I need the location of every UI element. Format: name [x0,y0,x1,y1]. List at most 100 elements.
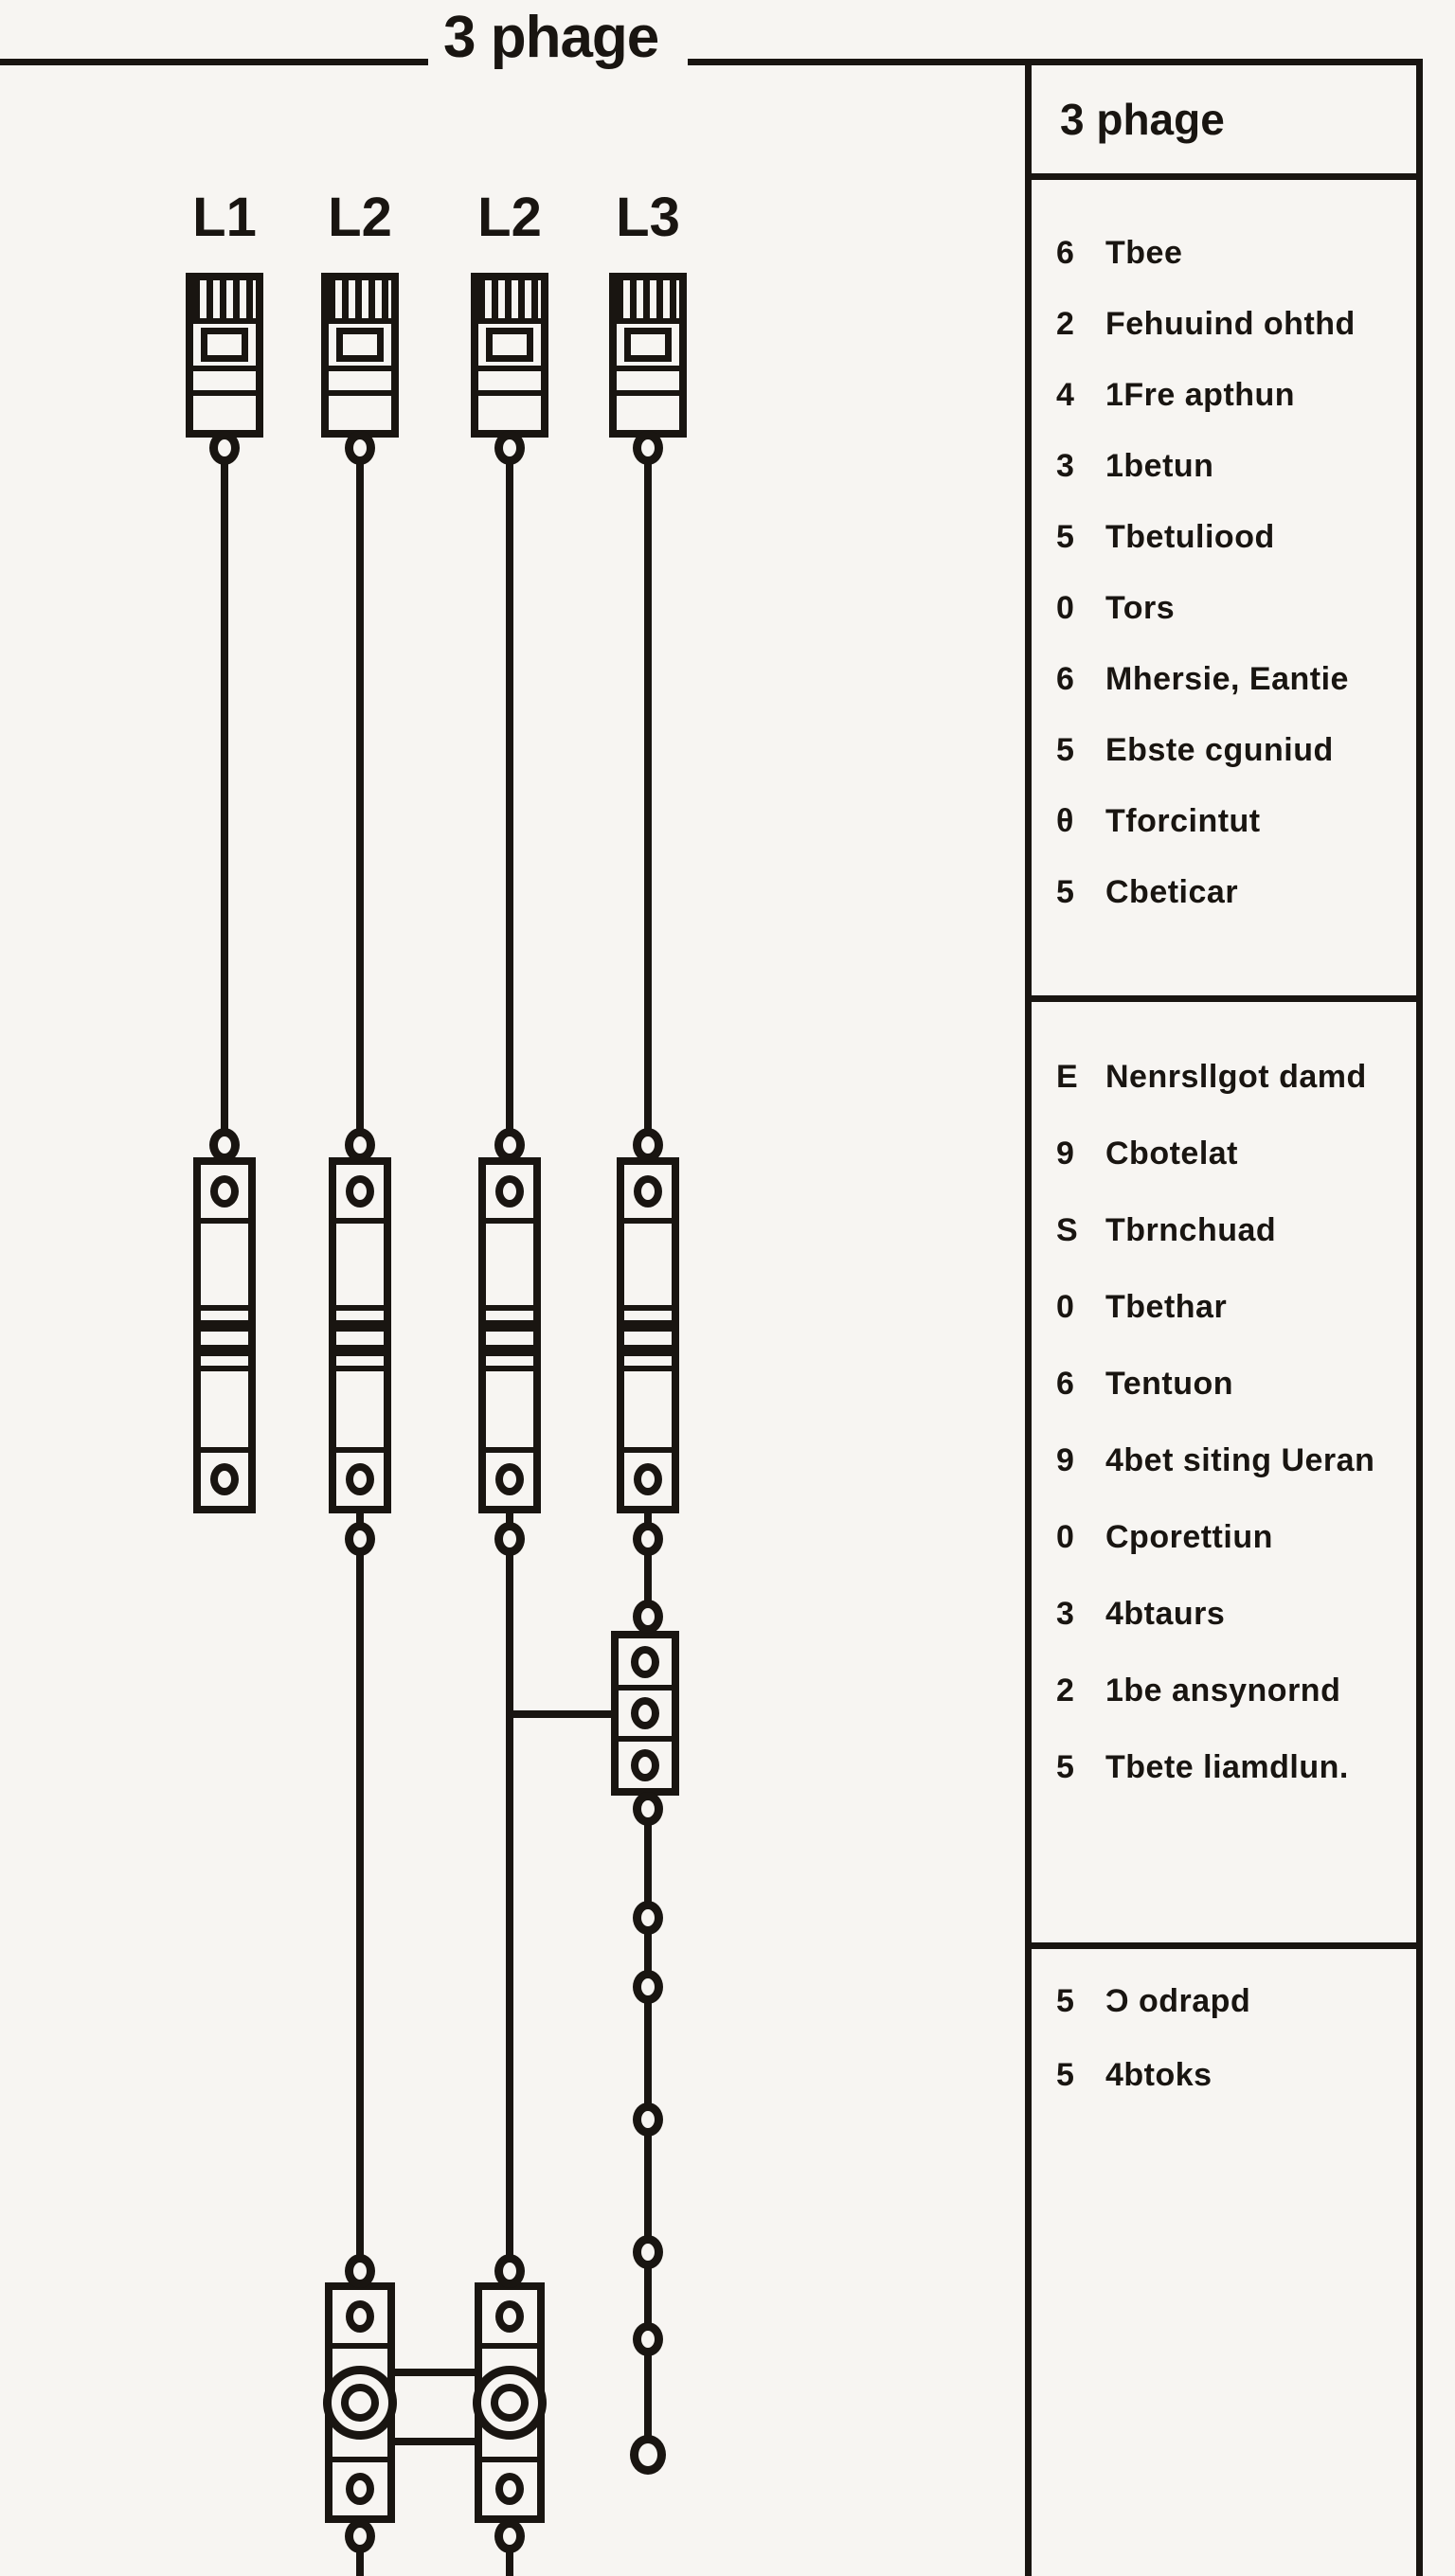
legend-item: E Nenrsllgot damd [1056,1059,1416,1104]
legend-item: 3 1betun [1056,448,1416,493]
switch-bar [486,1320,533,1332]
legend-item: 5 Tbete liamdlun. [1056,1749,1416,1795]
breaker-symbol [478,1157,541,1513]
legend-item: 5 Ebste cguniud [1056,732,1416,778]
legend-item-number: θ [1056,803,1074,839]
breaker-top-terminal [336,1165,384,1218]
legend-item-label: Tbee [1105,235,1183,271]
legend-item-number: 9 [1056,1442,1074,1478]
legend-item: S Tbrnchuad [1056,1212,1416,1258]
legend-item-label: Ɔ odrapd [1105,1983,1251,2019]
legend-panel: 3 phage 6 Tbee 2 Fehuuind ohthd 4 1Fre a… [1025,59,1423,2576]
breaker-lower-body [486,1366,533,1447]
terminal-circle [494,1128,525,1162]
terminal-circle [633,1128,663,1162]
breaker-lower-body [201,1366,248,1447]
legend-item-number: 0 [1056,590,1074,626]
junction-cell [619,1685,672,1736]
connector-latch [486,328,533,362]
title-rule-left [0,59,428,65]
breaker-lower-body [336,1366,384,1447]
device-top-terminal [482,2290,537,2343]
plug-connector-symbol [321,273,399,438]
connector-foot [478,396,541,430]
feed-wire [506,434,513,1161]
switch-bar [201,1320,248,1332]
terminal-circle [345,2254,375,2288]
switch-bar [624,1320,672,1332]
terminal-circle [633,1792,663,1826]
terminal-circle [633,1901,663,1935]
legend-item-label: Tbethar [1105,1289,1228,1325]
connector-band [329,366,391,396]
breaker-top-terminal [486,1165,533,1218]
phase-label: L2 [328,187,392,248]
coil-inner-ring [341,2384,379,2422]
device-top-terminal [332,2290,387,2343]
legend-item-number: 2 [1056,1673,1074,1708]
legend-item-number: 6 [1056,235,1074,271]
legend-item-label: Tors [1105,590,1176,626]
legend-item: 9 Cbotelat [1056,1136,1416,1181]
contact-circle [495,1463,524,1495]
breaker-bottom-terminal [201,1447,248,1506]
legend-item: 5 Cbeticar [1056,874,1416,920]
phase-label: L1 [192,187,257,248]
contact-circle [495,2473,524,2505]
coil-inner-ring [491,2384,529,2422]
legend-item: 4 1Fre apthun [1056,377,1416,422]
legend-item-label: 1be ansynornd [1105,1673,1341,1708]
contact-circle [631,1748,659,1781]
terminal-circle [633,1600,663,1634]
legend-item-label: Tbete liamdlun. [1105,1749,1349,1785]
legend-item-number: 5 [1056,2057,1074,2093]
breaker-bottom-terminal [624,1447,672,1506]
legend-item-number: 3 [1056,1596,1074,1632]
legend-section: 5 Ɔ odrapd 5 4btoks [1032,1949,1416,2102]
connector-body [193,318,256,366]
plug-connector-symbol [609,273,687,438]
bottom-device-symbol [473,2282,547,2523]
terminal-circle [633,2322,663,2356]
legend-item: θ Tforcintut [1056,803,1416,849]
terminal-circle [345,1522,375,1556]
legend-item-number: 3 [1056,448,1074,484]
legend-item: 6 Mhersie, Eantie [1056,661,1416,707]
legend-item-number: 5 [1056,874,1074,910]
phase-label: L2 [477,187,542,248]
legend-item-label: Ebste cguniud [1105,732,1334,768]
legend-item: 2 Fehuuind ohthd [1056,306,1416,351]
terminal-circle [633,1970,663,2004]
terminal-circle [345,2519,375,2553]
connector-latch [336,328,384,362]
terminal-circle [494,2519,525,2553]
legend-item: 3 4btaurs [1056,1596,1416,1641]
legend-panel-title: 3 phage [1032,65,1416,180]
legend-item-label: 4btaurs [1105,1596,1226,1632]
legend-item: 5 Tbetuliood [1056,519,1416,564]
connector-pins [478,280,541,318]
terminal-circle [633,2235,663,2269]
contact-circle [346,1463,374,1495]
legend-item-number: 0 [1056,1519,1074,1555]
feed-wire [644,434,652,1161]
legend-section: E Nenrsllgot damd 9 Cbotelat S Tbrnchuad… [1032,1002,1416,1949]
breaker-switch-bars [201,1305,248,1366]
feed-wire [221,434,228,1161]
breaker-symbol [329,1157,391,1513]
connector-latch [624,328,672,362]
legend-item-number: 6 [1056,661,1074,697]
terminal-circle [345,431,375,465]
switch-bar [486,1345,533,1356]
terminal-circle [209,1128,240,1162]
junction-box-symbol [611,1631,679,1796]
legend-item-label: Tentuon [1105,1366,1234,1402]
legend-section: 6 Tbee 2 Fehuuind ohthd 4 1Fre apthun 3 … [1032,180,1416,1002]
switch-bar [201,1345,248,1356]
device-coil [473,2343,547,2457]
connector-latch [201,328,248,362]
page-title: 3 phage [443,5,659,70]
connector-pins [193,280,256,318]
legend-item: 6 Tbee [1056,235,1416,280]
